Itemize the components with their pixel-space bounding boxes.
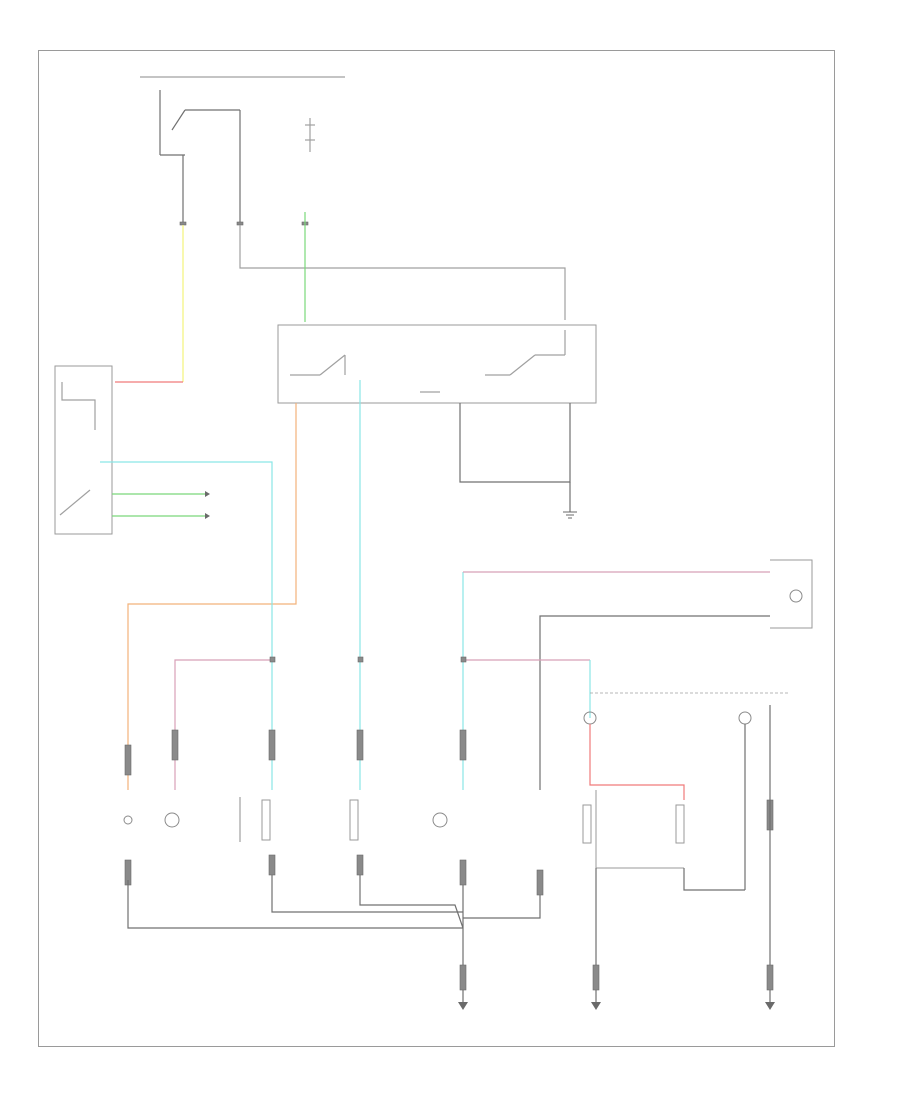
fuse-switch: [159, 90, 241, 225]
vanity-switch-1: [582, 804, 592, 844]
pink-wire-bus: [174, 659, 272, 790]
lamp-row: [123, 797, 448, 842]
arrow-2: [205, 513, 210, 519]
blk-wire-cargo: [539, 615, 770, 790]
light-blue-wire-left: [100, 461, 273, 790]
bottom-bus-3: [359, 875, 464, 929]
connector-row-mid: [269, 656, 467, 663]
red-wire-vanity: [589, 724, 685, 800]
ground-bottom-left: [591, 964, 601, 1010]
diagram-frame: [38, 50, 835, 1047]
vanity-lamps: [583, 705, 771, 1002]
connector-row-top: [179, 221, 309, 226]
ground-bottom-right: [765, 964, 775, 1010]
dome-lamp-relay: [305, 118, 315, 152]
orange-wire: [127, 403, 297, 790]
bottom-bus-2: [271, 875, 463, 913]
ground-bottom-center: [458, 964, 468, 1010]
door-switch-module: [54, 365, 113, 535]
vanity-box: [595, 790, 684, 869]
bottom-bus-4: [463, 895, 541, 919]
headlamp-switch-box: [277, 324, 597, 404]
ground-top: [563, 511, 577, 519]
arrow-1: [205, 491, 210, 497]
cargo-lamp: [770, 559, 813, 629]
bottom-bus: [127, 880, 463, 929]
vanity-switch-2: [675, 804, 685, 844]
blk-vanity-ground: [683, 868, 745, 891]
wire-to-interior-switch: [239, 225, 566, 320]
blk-wire-box: [459, 403, 571, 483]
